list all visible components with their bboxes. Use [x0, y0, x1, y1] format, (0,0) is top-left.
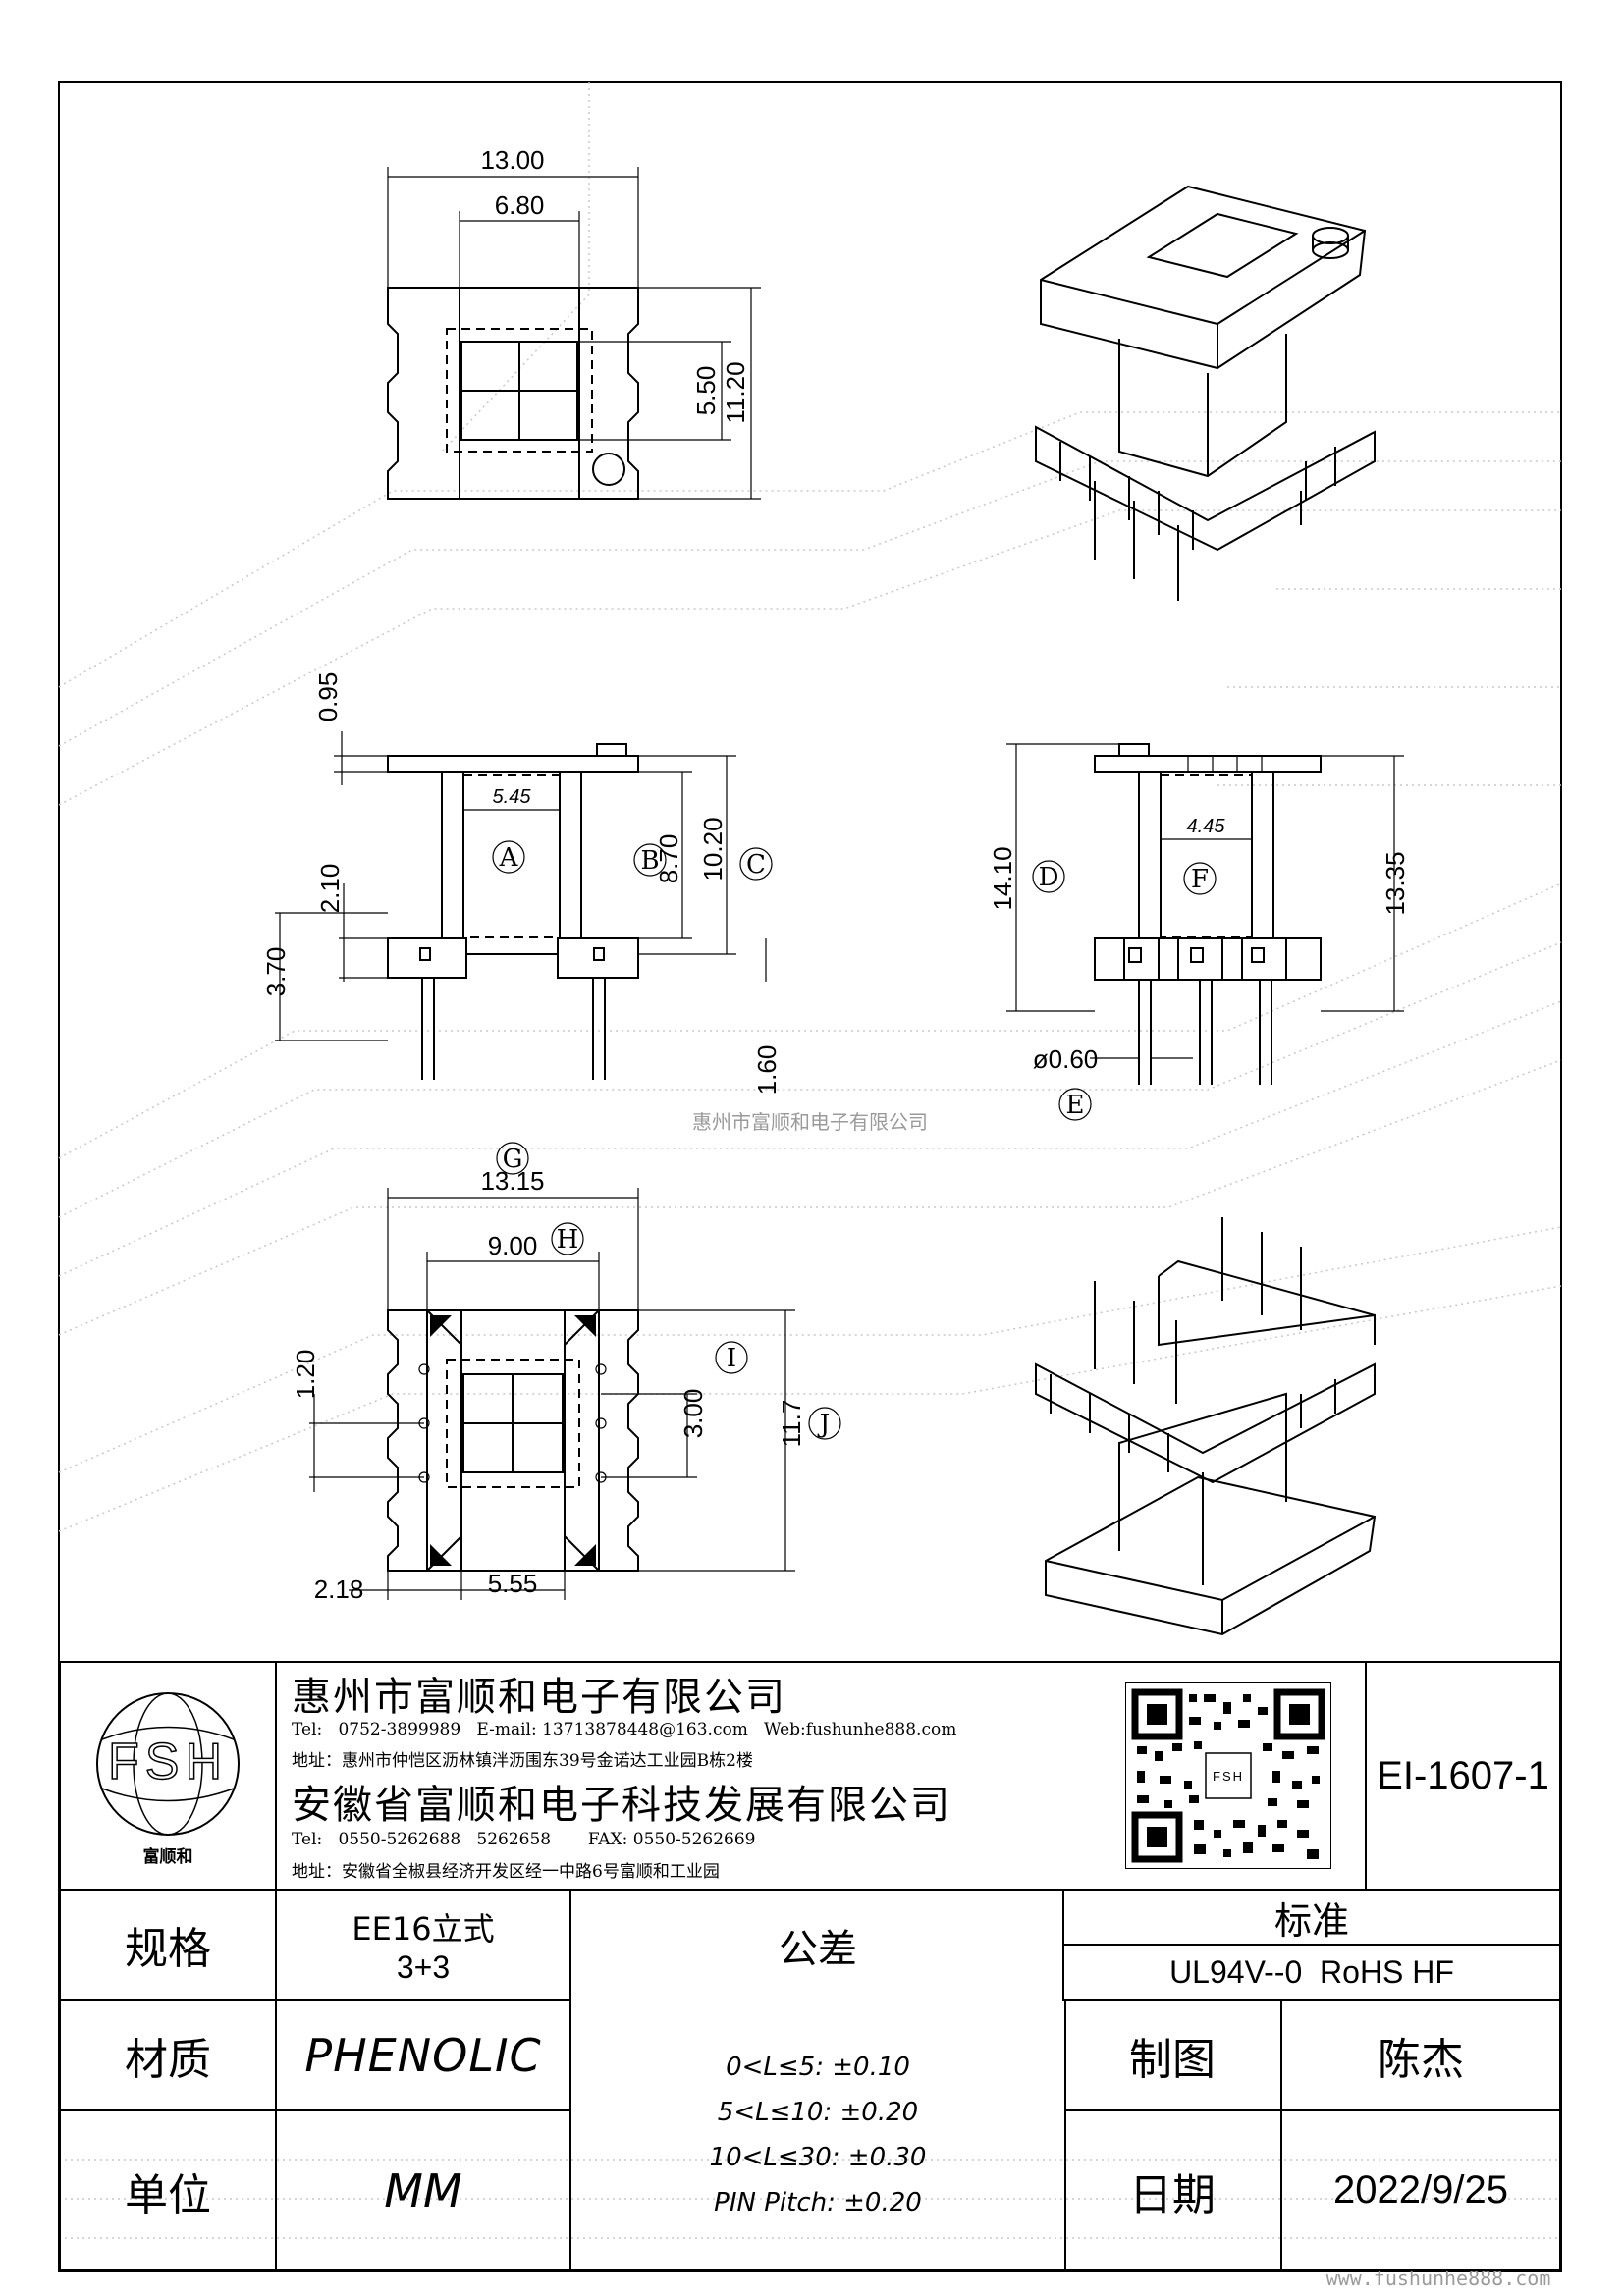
dim-top-inner-width: 6.80: [495, 190, 545, 220]
spec-value-1: EE16立式: [352, 1909, 495, 1948]
label-g: G: [503, 1145, 523, 1174]
dim-right-window-f: 4.45: [1187, 816, 1226, 837]
company-contact-2: Tel: 0550-5262688 5262658 FAX: 0550-5262…: [292, 1830, 756, 1849]
dim-side-pin-length: 1.60: [752, 1045, 782, 1095]
dim-bottom-left: 2.18: [314, 1575, 364, 1604]
drawn-label: 制图: [1064, 2001, 1282, 2111]
spec-value-2: 3+3: [396, 1949, 451, 1985]
dim-right-overall: 13.35: [1380, 851, 1410, 915]
dim-bottom-width: 13.15: [480, 1166, 544, 1196]
unit-label: 单位: [61, 2111, 277, 2269]
title-block: FSH 富顺和 惠州市富顺和电子有限公司 Tel: 0752-3899989 E…: [59, 1661, 1561, 2271]
spec-value: EE16立式 3+3: [277, 1891, 571, 2001]
dim-bottom-center: 5.55: [488, 1569, 538, 1598]
bottom-view: 13.15 9.00 3.00 11.7 1.20 2.18 5.55 G H …: [291, 1142, 841, 1604]
dim-side-flange: 0.95: [313, 672, 343, 722]
material-label: 材质: [61, 2001, 277, 2111]
qr-code-icon: FSH: [1125, 1682, 1331, 1869]
drawing-frame: [58, 81, 1562, 2272]
company-name-2: 安徽省富顺和电子科技发展有限公司: [292, 1783, 951, 1828]
tolerance-line-4: PIN Pitch: ±0.20: [714, 2188, 922, 2217]
globe-logo-icon: FSH: [96, 1691, 240, 1836]
label-i: I: [727, 1344, 736, 1373]
dim-side-c: 10.20: [698, 817, 728, 881]
dim-bottom-height: 11.7: [777, 1400, 806, 1448]
dim-bottom-i: 3.00: [678, 1389, 708, 1439]
dim-side-base: 2.10: [315, 864, 345, 914]
part-number: EI-1607-1: [1377, 1753, 1549, 1797]
dim-top-inner-height: 5.50: [691, 366, 721, 416]
logo-caption: 富顺和: [142, 1846, 193, 1867]
tolerance-values: 0<L≤5: ±0.10 5<L≤10: ±0.20 10<L≤30: ±0.3…: [571, 2001, 1066, 2269]
dim-side-window-width: 5.45: [493, 786, 532, 808]
date-label: 日期: [1064, 2111, 1282, 2269]
iso-view-bottom: [1035, 1217, 1377, 1636]
drawn-value: 陈杰: [1282, 2001, 1559, 2111]
standard-value: UL94V--0 RoHS HF: [1064, 1946, 1559, 2001]
divider: [1062, 1891, 1064, 2001]
date-value: 2022/9/25: [1333, 2168, 1508, 2212]
company-address-2: 地址：安徽省全椒县经济开发区经一中路6号富顺和工业园: [292, 1862, 720, 1882]
watermark: 惠州市富顺和电子有限公司: [692, 1110, 928, 1134]
company-address-1: 地址：惠州市仲恺区沥林镇泮沥围东39号金诺达工业园B栋2楼: [292, 1751, 753, 1771]
dim-pin-diameter: ø0.60: [1033, 1044, 1099, 1074]
top-view: 13.00 6.80 5.50 11.20: [387, 145, 761, 500]
tolerance-line-1: 0<L≤5: ±0.10: [726, 2053, 910, 2082]
front-view: 0.95 5.45 8.70 10.20 2.10 3.70 1.60 A B …: [261, 672, 782, 1095]
label-a: A: [499, 843, 519, 873]
label-f: F: [1191, 865, 1209, 894]
material-value: PHENOLIC: [277, 2001, 571, 2111]
company-contact-1: Tel: 0752-3899989 E-mail: 13713878448@16…: [292, 1720, 957, 1739]
dim-bottom-inner: 9.00: [488, 1231, 538, 1260]
dim-side-b: 8.70: [654, 834, 683, 884]
company-name-1: 惠州市富顺和电子有限公司: [292, 1675, 786, 1720]
label-b: B: [640, 846, 659, 876]
logo-cell: FSH 富顺和: [61, 1663, 277, 1889]
tolerance-line-2: 5<L≤10: ±0.20: [717, 2098, 919, 2127]
standard-label: 标准: [1064, 1891, 1559, 1946]
dim-bottom-pitch: 1.20: [291, 1350, 320, 1400]
dim-right-height-d: 14.10: [988, 846, 1017, 910]
label-h: H: [557, 1225, 579, 1255]
label-e: E: [1066, 1091, 1085, 1120]
spec-label: 规格: [61, 1891, 277, 2001]
dim-top-width: 13.00: [480, 145, 544, 175]
part-number-cell: EI-1607-1: [1367, 1663, 1559, 1889]
tolerance-line-3: 10<L≤30: ±0.30: [709, 2143, 927, 2172]
label-j: J: [817, 1410, 830, 1439]
iso-view-top: [1035, 185, 1376, 601]
dim-top-height: 11.20: [721, 361, 750, 423]
qr-cell: FSH: [1092, 1663, 1367, 1889]
dim-side-pin-offset: 3.70: [261, 947, 291, 997]
unit-value: MM: [277, 2111, 571, 2269]
qr-caption: FSH: [1213, 1769, 1244, 1784]
background-pattern: [58, 82, 1562, 2239]
divider: [61, 1889, 1559, 1891]
label-c: C: [746, 850, 766, 880]
label-d: D: [1039, 863, 1059, 892]
side-view: 14.10 4.45 13.35 ø0.60 D F E: [988, 743, 1410, 1121]
company-info: 惠州市富顺和电子有限公司 Tel: 0752-3899989 E-mail: 1…: [292, 1663, 1131, 1889]
logo-text: FSH: [108, 1734, 228, 1790]
tolerance-label: 公差: [779, 1927, 857, 1972]
